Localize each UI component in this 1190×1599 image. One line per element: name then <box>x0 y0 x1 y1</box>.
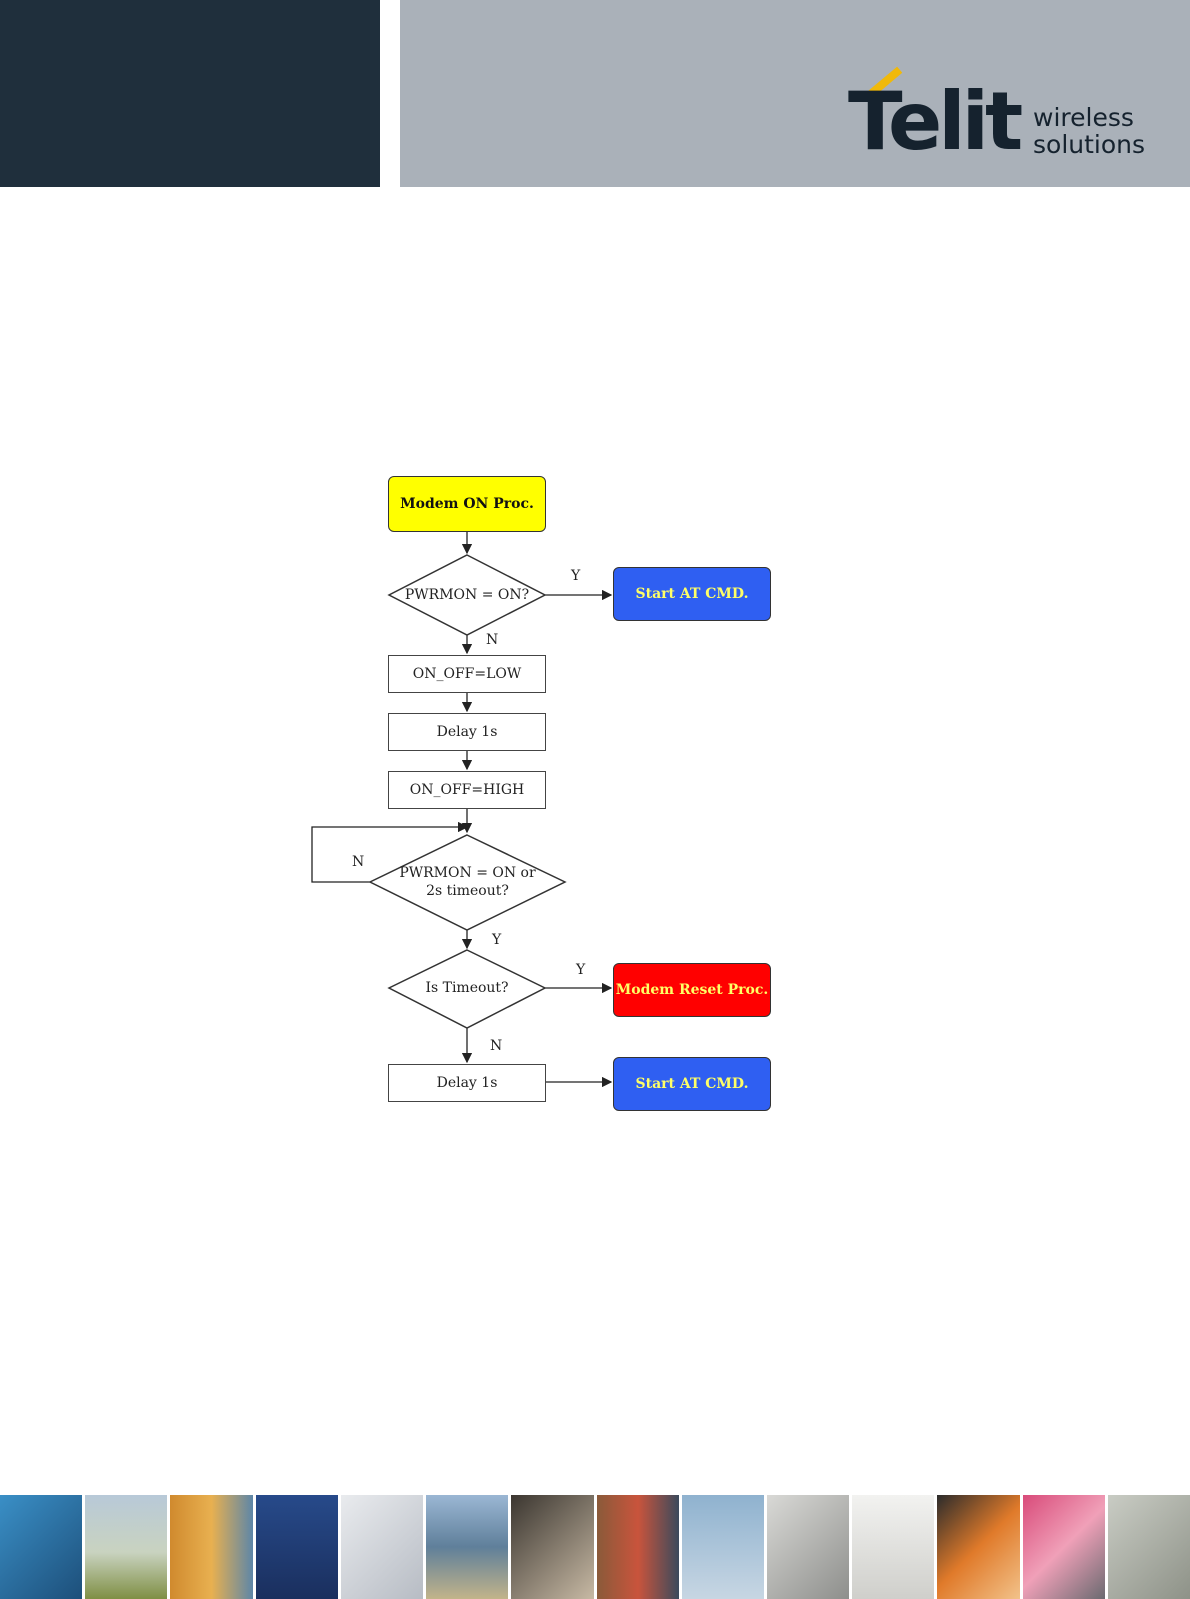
edge-label-y3: Y <box>576 962 585 978</box>
delay-1s-node-2: Delay 1s <box>388 1064 546 1102</box>
footer-photo-11 <box>852 1495 934 1599</box>
footer-photo-5 <box>341 1495 423 1599</box>
decision2-label: PWRMON = ON or 2s timeout? <box>370 864 565 900</box>
footer-photo-13 <box>1023 1495 1105 1599</box>
footer-photo-9 <box>682 1495 764 1599</box>
edge-label-y1: Y <box>571 568 580 584</box>
logo-wordmark: Telit <box>848 82 1019 162</box>
decision2-label-line2: 2s timeout? <box>370 882 565 900</box>
on-off-low-node: ON_OFF=LOW <box>388 655 546 693</box>
logo-tagline: wireless solutions <box>1033 104 1145 158</box>
footer-photo-strip <box>0 1495 1190 1599</box>
decision3-label: Is Timeout? <box>389 979 545 997</box>
footer-photo-10 <box>767 1495 849 1599</box>
start-node: Modem ON Proc. <box>388 476 546 532</box>
footer-photo-14 <box>1108 1495 1190 1599</box>
decision1-label: PWRMON = ON? <box>389 586 545 604</box>
start-at-cmd-node-2: Start AT CMD. <box>613 1057 771 1111</box>
logo-tagline-line2: solutions <box>1033 131 1145 158</box>
edge-label-n-loop: N <box>352 854 364 870</box>
telit-logo: Telit wireless solutions <box>848 60 1168 170</box>
flowchart-edges <box>300 460 800 1120</box>
footer-photo-3 <box>170 1495 252 1599</box>
footer-photo-4 <box>256 1495 338 1599</box>
footer-photo-7 <box>511 1495 593 1599</box>
edge-label-n3: N <box>490 1038 502 1054</box>
footer-photo-6 <box>426 1495 508 1599</box>
footer-photo-2 <box>85 1495 167 1599</box>
modem-on-flowchart: Modem ON Proc. PWRMON = ON? Start AT CMD… <box>300 460 800 1120</box>
footer-photo-12 <box>937 1495 1019 1599</box>
on-off-high-node: ON_OFF=HIGH <box>388 771 546 809</box>
footer-photo-1 <box>0 1495 82 1599</box>
edge-label-y2: Y <box>492 932 501 948</box>
decision2-label-line1: PWRMON = ON or <box>370 864 565 882</box>
footer-photo-8 <box>597 1495 679 1599</box>
start-at-cmd-node-1: Start AT CMD. <box>613 567 771 621</box>
header-dark-panel <box>0 0 380 187</box>
edge-label-n1: N <box>486 632 498 648</box>
logo-tagline-line1: wireless <box>1033 104 1145 131</box>
delay-1s-node-1: Delay 1s <box>388 713 546 751</box>
modem-reset-node: Modem Reset Proc. <box>613 963 771 1017</box>
